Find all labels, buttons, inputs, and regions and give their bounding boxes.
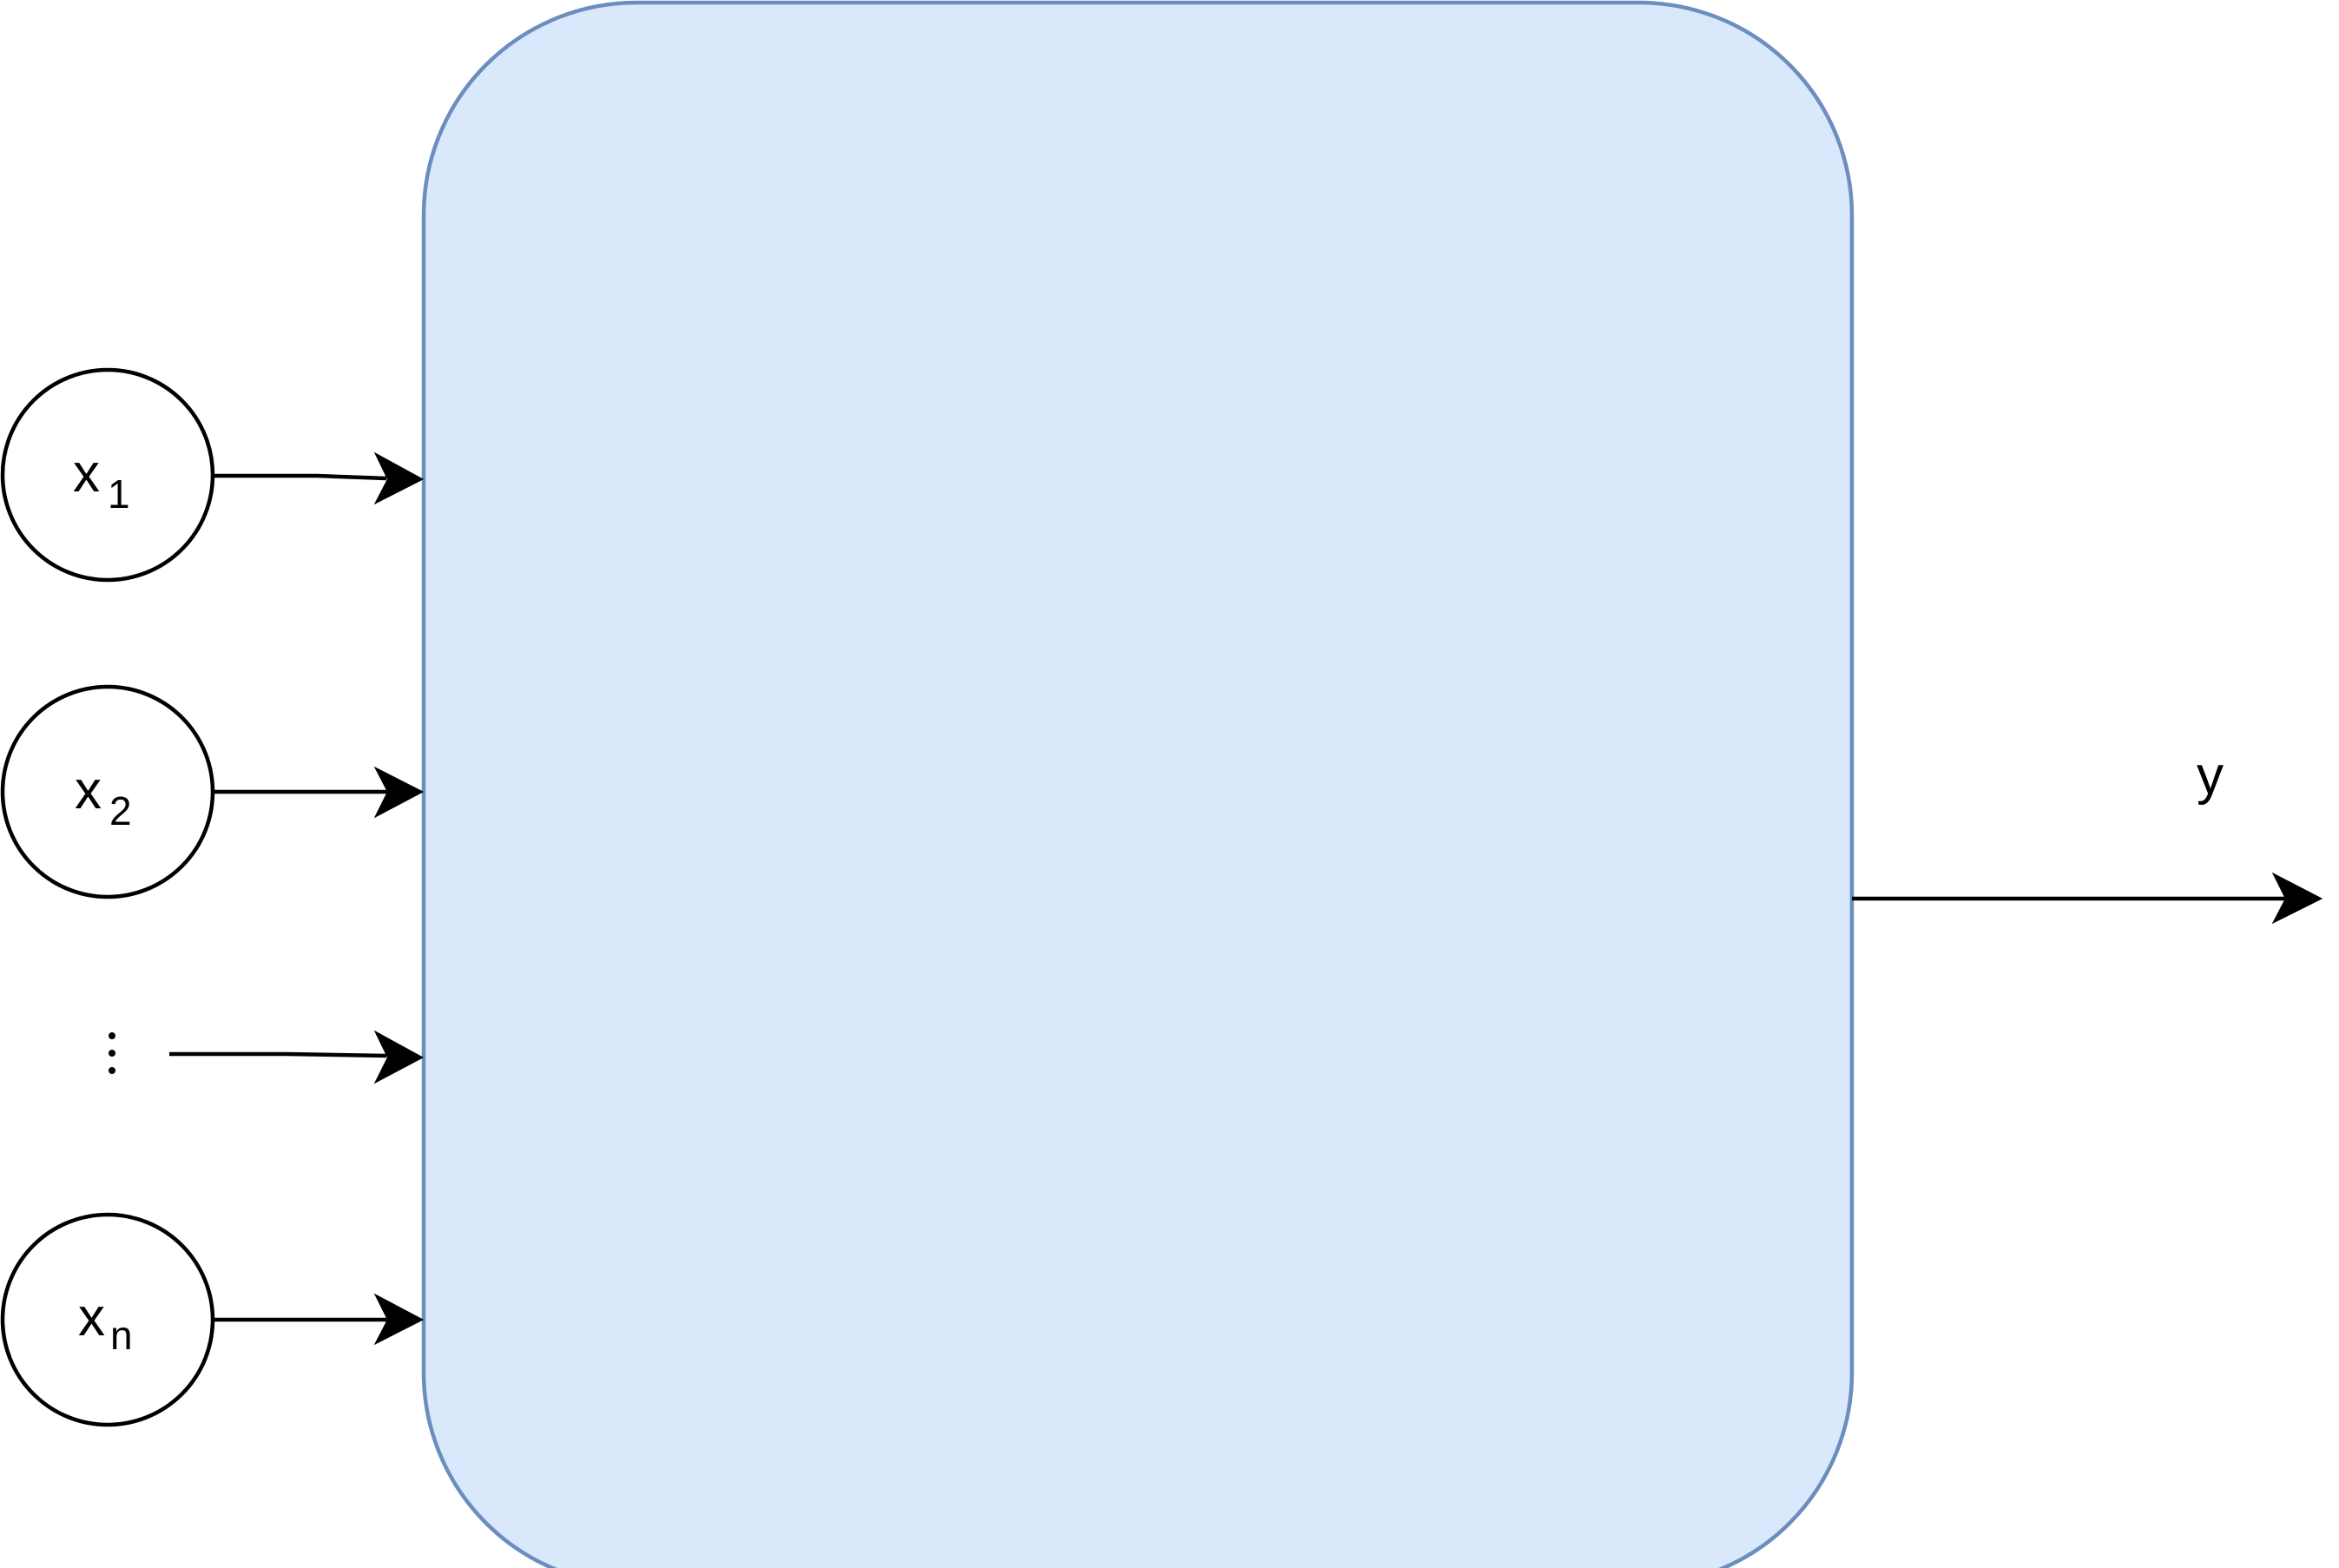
arrowhead-x1	[373, 451, 425, 505]
input-node-x1-subscript: 1	[108, 471, 130, 517]
ellipsis-dot	[109, 1032, 115, 1039]
input-node-x2-subscript: 2	[109, 788, 132, 833]
ellipsis-dot	[109, 1067, 115, 1074]
process-block[interactable]	[421, 0, 1855, 1568]
arrowhead-output	[2271, 872, 2323, 925]
input-node-x2[interactable]: x 2	[0, 684, 215, 899]
input-node-xn-circle	[0, 1212, 215, 1427]
input-node-xn-subscript: n	[110, 1313, 133, 1358]
input-node-xn-symbol: x	[78, 1288, 105, 1347]
arrowhead-xn	[373, 1293, 425, 1346]
ellipsis-vertical	[109, 1032, 115, 1074]
input-node-x1[interactable]: x 1	[0, 367, 215, 583]
input-node-x1-circle	[0, 367, 215, 583]
ellipsis-dot	[109, 1050, 115, 1057]
input-node-x2-symbol: x	[75, 761, 102, 820]
input-node-x1-symbol: x	[73, 444, 100, 504]
input-node-x2-circle	[0, 684, 215, 899]
output-label-y: y	[2197, 746, 2224, 806]
arrowhead-x2	[373, 766, 425, 819]
input-node-xn[interactable]: x n	[0, 1212, 215, 1427]
edge-x1-to-block	[214, 473, 387, 481]
edge-ellipsis-to-block	[169, 1051, 387, 1058]
arrowhead-ellipsis	[373, 1030, 425, 1084]
